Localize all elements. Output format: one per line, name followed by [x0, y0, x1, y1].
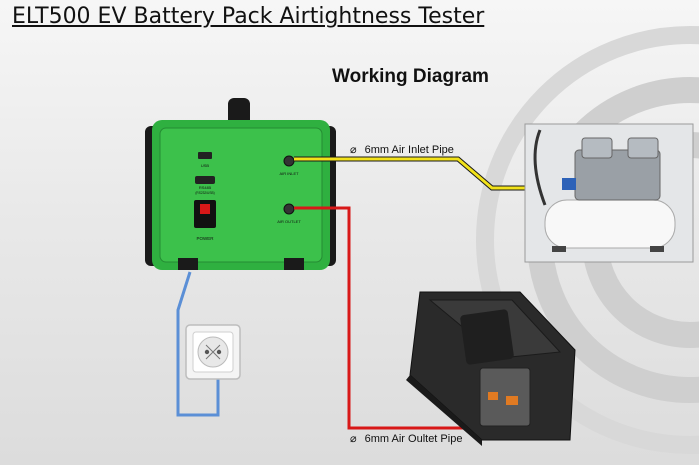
- inlet-pipe-text: 6mm Air Inlet Pipe: [364, 144, 454, 156]
- diagram-subtitle: Working Diagram: [332, 66, 489, 87]
- diameter-icon: ⌀: [350, 433, 357, 445]
- page-title: ELT500 EV Battery Pack Airtightness Test…: [12, 4, 485, 29]
- tester-device: USB RS485 (RS232/USB) POWER AIR INLET AI…: [145, 98, 336, 270]
- diameter-icon: ⌀: [350, 144, 357, 156]
- battery-pack-image: [406, 291, 576, 446]
- air-inlet-label: AIR INLET: [279, 171, 299, 176]
- outlet-pipe-text: 6mm Air Oultet Pipe: [364, 433, 463, 445]
- air-compressor-image: [524, 123, 694, 263]
- power-cord: [176, 271, 220, 417]
- wall-socket-icon: [185, 324, 241, 380]
- air-outlet-label: AIR OUTLET: [277, 219, 301, 224]
- inlet-pipe-label: ⌀ 6mm Air Inlet Pipe: [350, 143, 454, 156]
- rs485-label: RS485: [199, 185, 212, 190]
- air-outlet-pipe: [294, 206, 492, 430]
- rs485-sub-label: (RS232/USB): [195, 191, 214, 195]
- power-label: POWER: [196, 236, 214, 241]
- outlet-pipe-label: ⌀ 6mm Air Oultet Pipe: [350, 432, 462, 445]
- usb-label: USB: [201, 163, 210, 168]
